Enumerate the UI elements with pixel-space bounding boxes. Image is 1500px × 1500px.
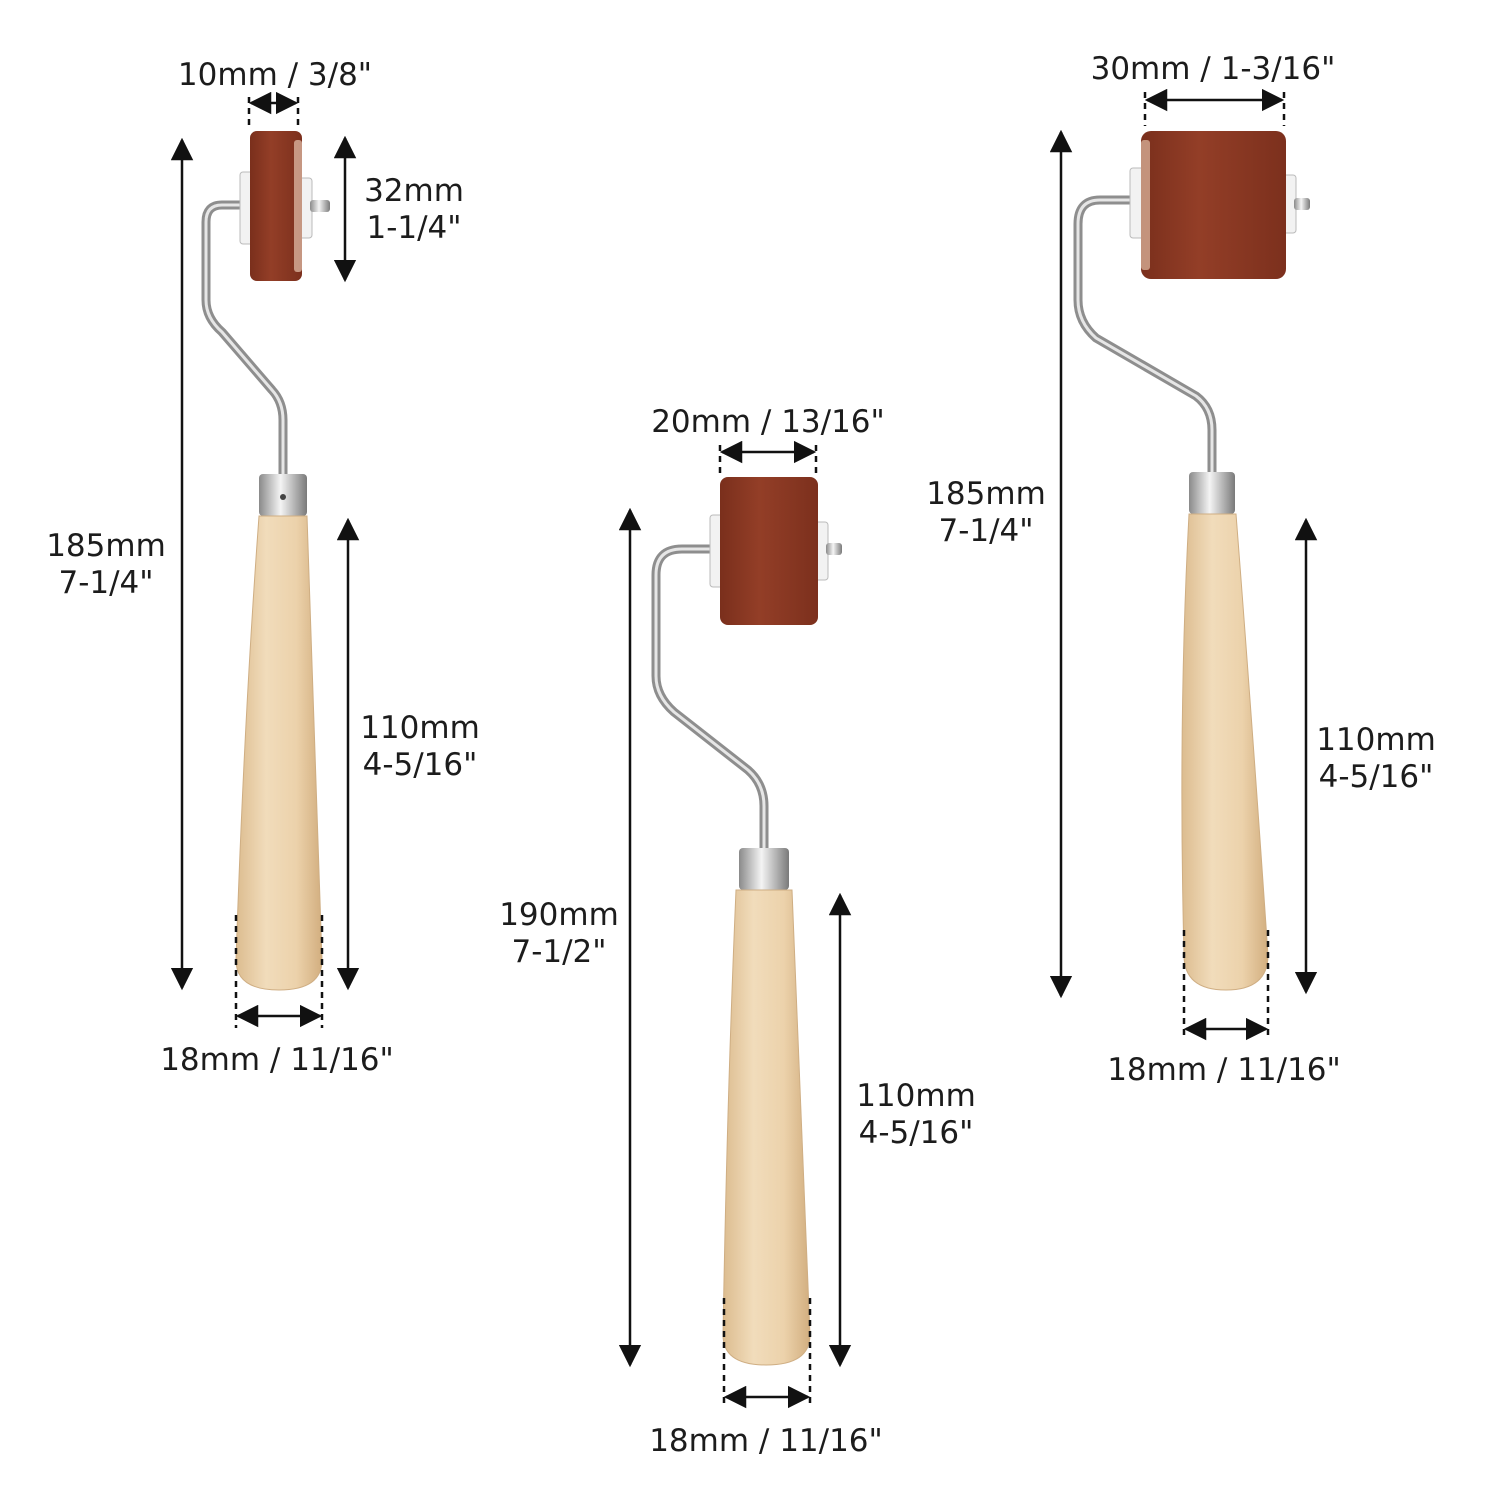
narrow-handle-width-label: 18mm / 11/16" [160, 1042, 394, 1078]
wide-roller-axle-pin [1294, 198, 1310, 210]
medium-handle-label-mm: 110mm [856, 1078, 976, 1114]
wide-length-label-mm: 185mm [926, 476, 1046, 512]
medium-handle-label-in: 4-5/16" [859, 1115, 974, 1151]
wide-handle-label-in: 4-5/16" [1319, 759, 1434, 795]
medium-roller-tool [651, 477, 842, 1366]
wide-roller-ferrule [1189, 472, 1235, 514]
narrow-length-label-in: 7-1/4" [58, 565, 153, 601]
narrow-handle-label-in: 4-5/16" [363, 747, 478, 783]
wide-width-label: 30mm / 1-3/16" [1091, 51, 1336, 87]
medium-roller-ferrule [739, 848, 789, 890]
narrow-roller-tool [201, 131, 330, 991]
dimension-lines [170, 88, 1318, 1409]
wide-handle-label-mm: 110mm [1316, 722, 1436, 758]
narrow-diameter-label-mm: 32mm [364, 173, 464, 209]
narrow-roller-handle [235, 515, 323, 991]
medium-roller-axle-pin [826, 543, 842, 555]
wide-roller-rubber [1141, 131, 1286, 279]
medium-handle-width-label: 18mm / 11/16" [649, 1423, 883, 1459]
dimension-labels: 10mm / 3/8" 32mm 1-1/4" 185mm 7-1/4" 110… [46, 51, 1436, 1459]
wide-roller-tool [1073, 131, 1310, 991]
narrow-diameter-label-in: 1-1/4" [366, 210, 461, 246]
narrow-width-label: 10mm / 3/8" [178, 57, 372, 93]
narrow-handle-label-mm: 110mm [360, 710, 480, 746]
wide-handle-width-label: 18mm / 11/16" [1107, 1052, 1341, 1088]
medium-length-label-mm: 190mm [499, 897, 619, 933]
wide-roller-handle [1181, 513, 1269, 991]
narrow-length-label-mm: 185mm [46, 528, 166, 564]
wide-length-label-in: 7-1/4" [938, 513, 1033, 549]
medium-roller-rubber [720, 477, 818, 625]
medium-length-label-in: 7-1/2" [511, 934, 606, 970]
narrow-roller-axle-pin [310, 200, 330, 212]
narrow-roller-rubber [250, 131, 302, 281]
medium-roller-handle [722, 889, 811, 1366]
medium-width-label: 20mm / 13/16" [651, 404, 885, 440]
